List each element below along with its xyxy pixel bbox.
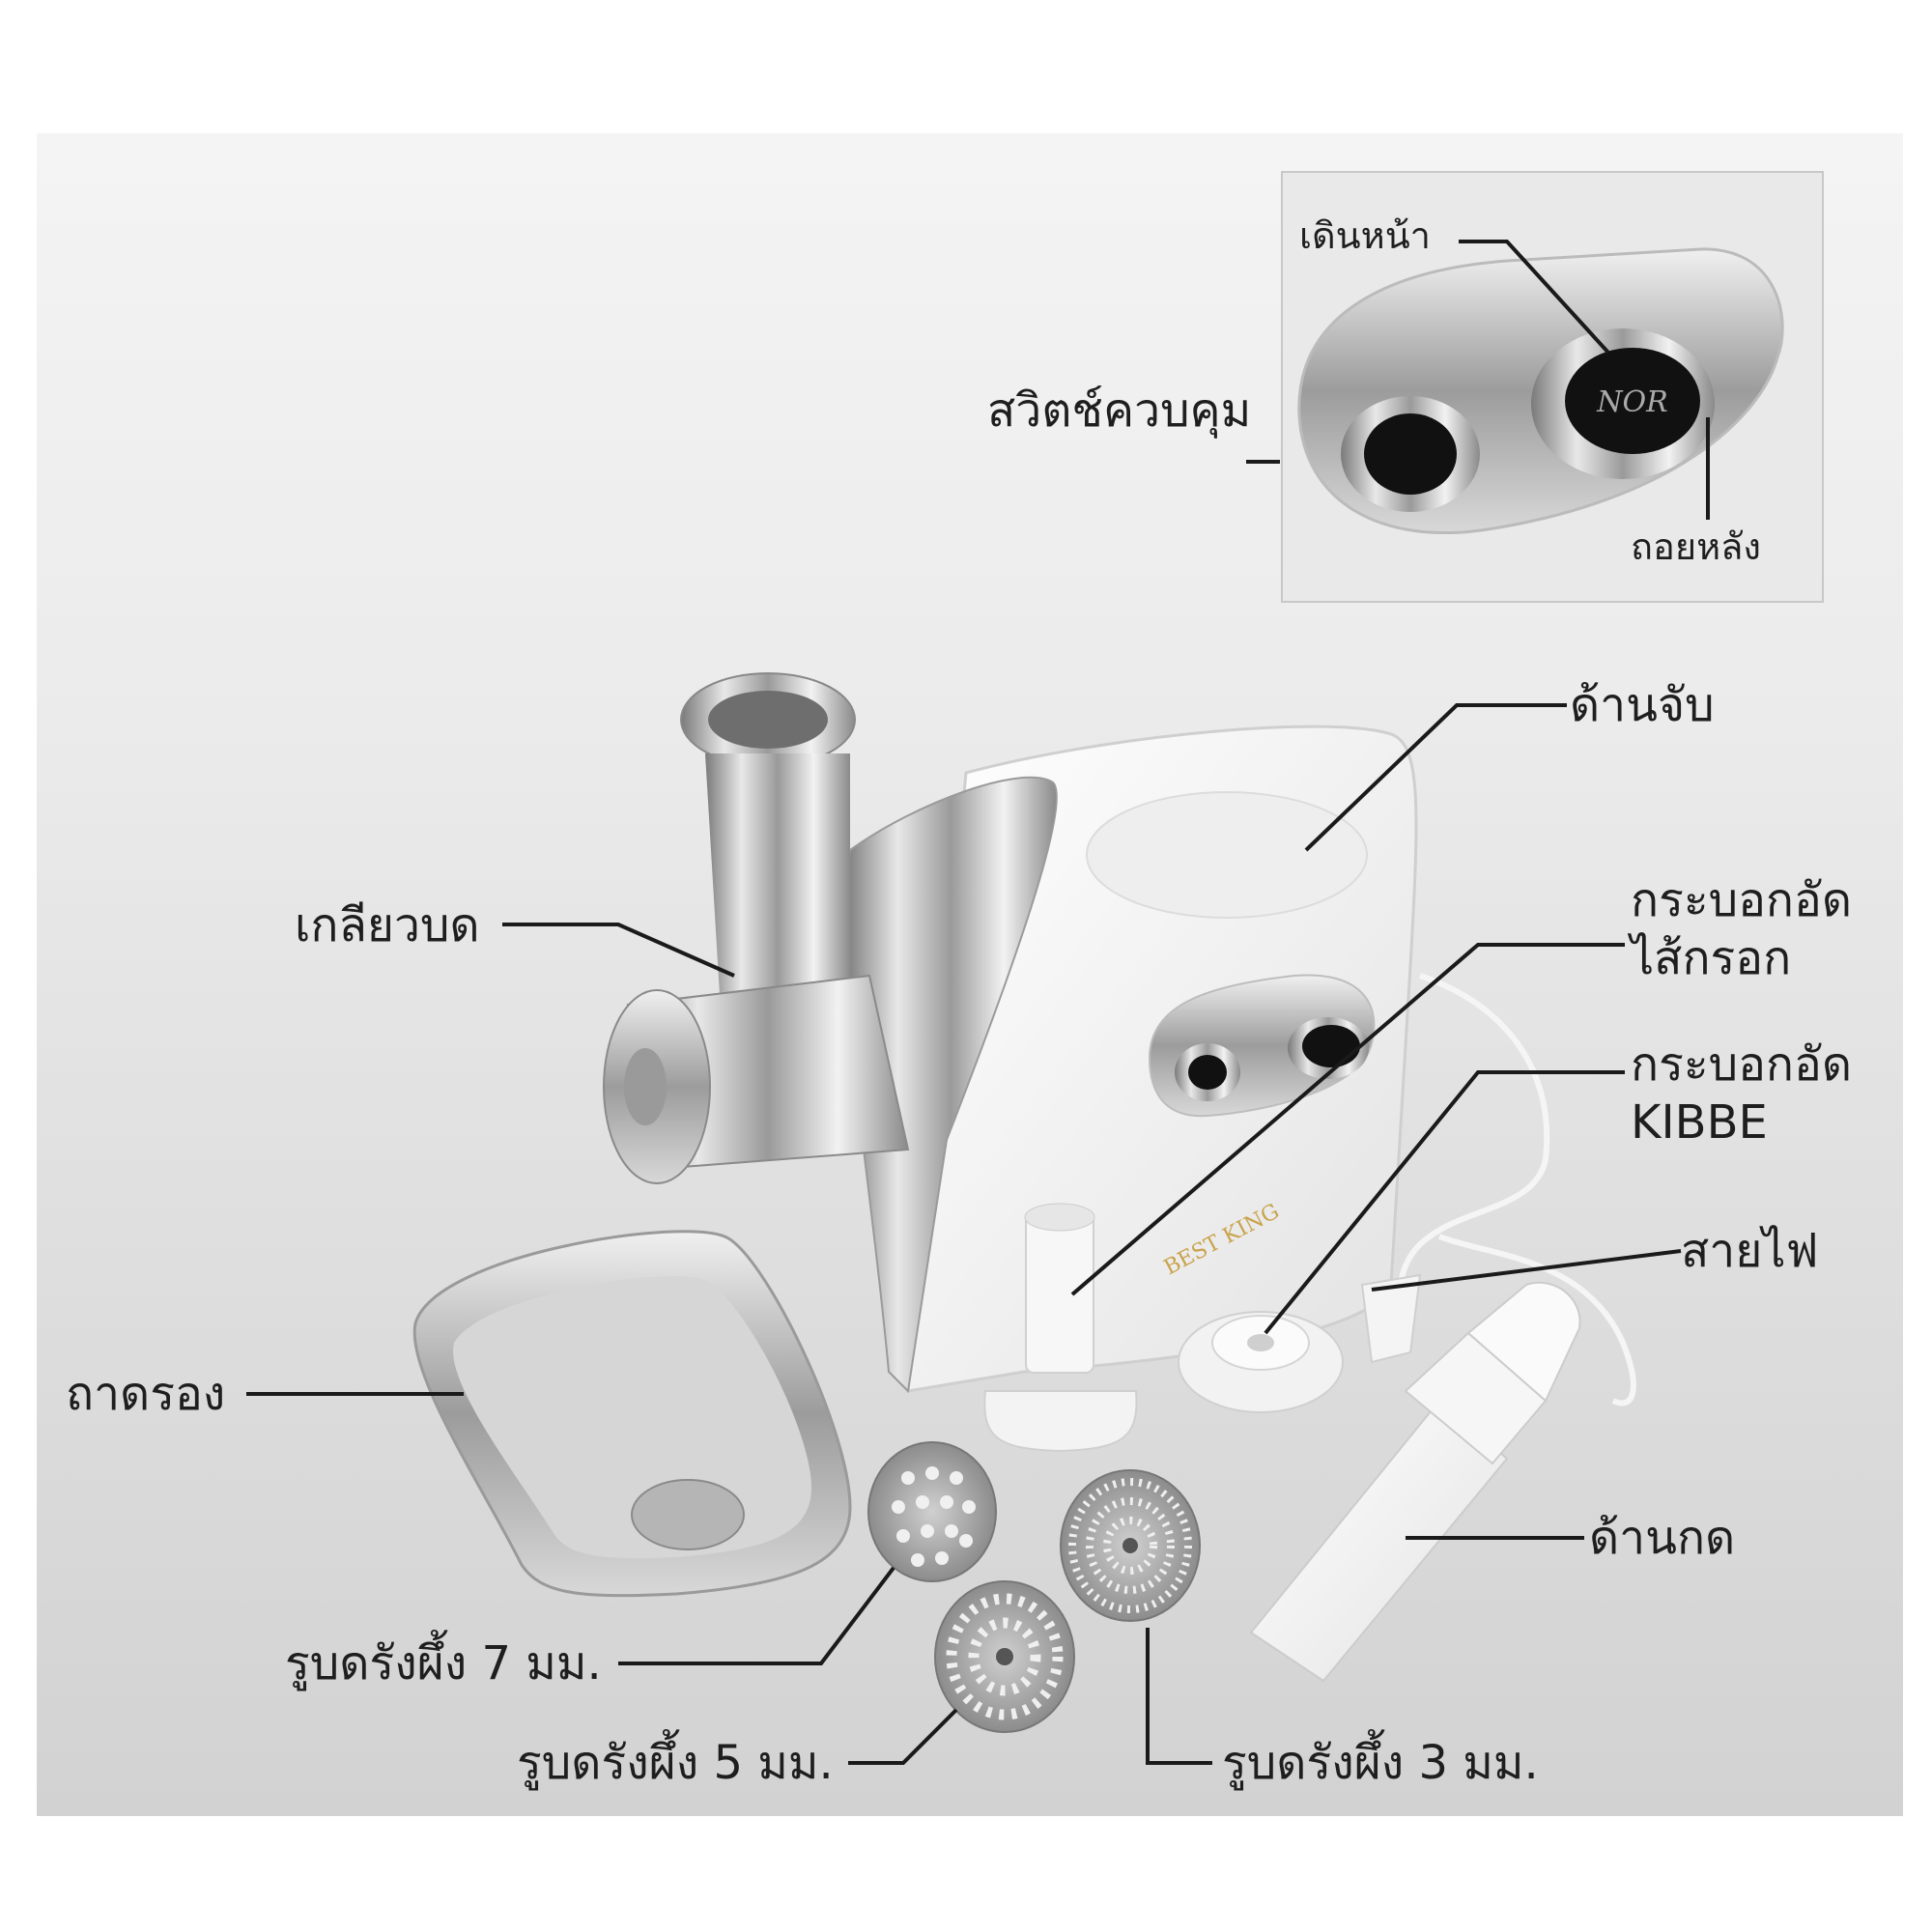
label-sausage-line2: ไส้กรอก: [1631, 931, 1792, 985]
leader-plate-5mm: [848, 1708, 958, 1765]
label-control-switch: สวิตช์ควบคุม: [987, 384, 1252, 438]
leader-handle: [1304, 703, 1567, 852]
label-reverse: ถอยหลัง: [1631, 526, 1761, 568]
leader-power-cord: [1371, 1249, 1682, 1292]
switch-inset-panel: NOR: [1281, 171, 1824, 603]
label-sausage-line1: กระบอกอัด: [1631, 873, 1852, 927]
pusher: [1249, 1281, 1581, 1683]
label-tray: ถาดรอง: [66, 1367, 226, 1421]
feed-tube: [680, 672, 856, 995]
leader-sausage: [1070, 943, 1625, 1296]
direction-button: [1302, 1025, 1360, 1067]
label-handle: ด้านจับ: [1570, 678, 1715, 732]
direction-button-closeup: [1565, 348, 1700, 454]
label-power-cord: สายไฟ: [1681, 1224, 1819, 1278]
label-forward: เดินหน้า: [1299, 214, 1432, 257]
leader-lines: [246, 240, 1710, 1765]
leader-plate-3mm: [1146, 1628, 1212, 1765]
plate-7mm-shape: [867, 1441, 997, 1582]
power-cord: [1397, 973, 1636, 1406]
tray: [412, 1230, 852, 1598]
label-kibbe-line1: กระบอกอัด: [1631, 1037, 1852, 1092]
leader-plate-7mm: [618, 1566, 895, 1665]
label-plate-7mm: รูบดรังผึ้ง 7 มม.: [285, 1636, 602, 1690]
leader-kibbe: [1264, 1070, 1625, 1335]
plug: [1360, 1273, 1422, 1364]
label-kibbe-line2: KIBBE: [1631, 1095, 1768, 1150]
power-button-closeup: [1364, 413, 1457, 495]
label-sausage-funnel: กระบอกอัด ไส้กรอก: [1631, 871, 1882, 987]
kibbe-attachment: [1178, 1311, 1344, 1413]
label-plate-5mm: รูบดรังผึ้ง 5 มม.: [517, 1736, 834, 1790]
label-kibbe-funnel: กระบอกอัด KIBBE: [1631, 1036, 1882, 1151]
button-text: NOR: [1596, 385, 1667, 419]
power-button: [1188, 1055, 1227, 1090]
leader-screw-ring: [502, 923, 735, 978]
label-plate-3mm: รูบดรังผึ้ง 3 มม.: [1222, 1736, 1539, 1790]
label-pusher: ด้านกด: [1589, 1511, 1736, 1565]
plate-3mm-shape: [1060, 1469, 1201, 1622]
sausage-funnel: [983, 1203, 1138, 1453]
handle-recess: [1086, 791, 1368, 919]
leader-forward: [1459, 240, 1610, 355]
plate-5mm-shape: [934, 1580, 1075, 1733]
grinding-head: [603, 974, 910, 1184]
label-screw-ring: เกลียวบด: [295, 898, 480, 952]
